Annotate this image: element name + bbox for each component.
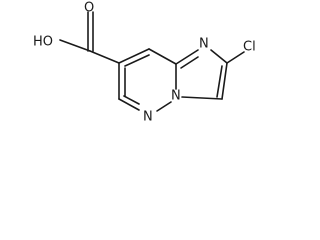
bond-c8a-n1-double	[180, 56, 199, 69]
bond-c7-c8-double	[124, 54, 150, 67]
bond-n1-c2	[210, 49, 228, 64]
bond-c7-c8	[118, 48, 150, 64]
carbonyl-oxygen-label: O	[84, 1, 94, 16]
bond-n5-c6-double	[123, 95, 140, 105]
bond-c3-n4	[181, 96, 223, 100]
bond-c-oh	[59, 39, 91, 52]
bond-c8-c8a	[148, 48, 177, 65]
bond-c2-cl	[226, 51, 245, 64]
molecule-canvas: HO O N N N Cl	[0, 0, 271, 137]
hydroxyl-label: HO	[33, 35, 53, 50]
n4-label: N	[171, 89, 181, 104]
bond-c2-c3-double	[216, 65, 223, 98]
bond-c2-c3	[221, 62, 228, 100]
bond-c8a-n1	[175, 49, 199, 65]
bond-cooh-to-ring	[89, 50, 120, 64]
n5-label: N	[143, 110, 153, 125]
n1-label: N	[199, 37, 209, 52]
chlorine-label: Cl	[243, 40, 256, 55]
bond-n5-c6	[118, 98, 140, 111]
structure-diagram: HO O N N N Cl	[33, 1, 256, 125]
bond-n4-n5	[156, 101, 172, 112]
